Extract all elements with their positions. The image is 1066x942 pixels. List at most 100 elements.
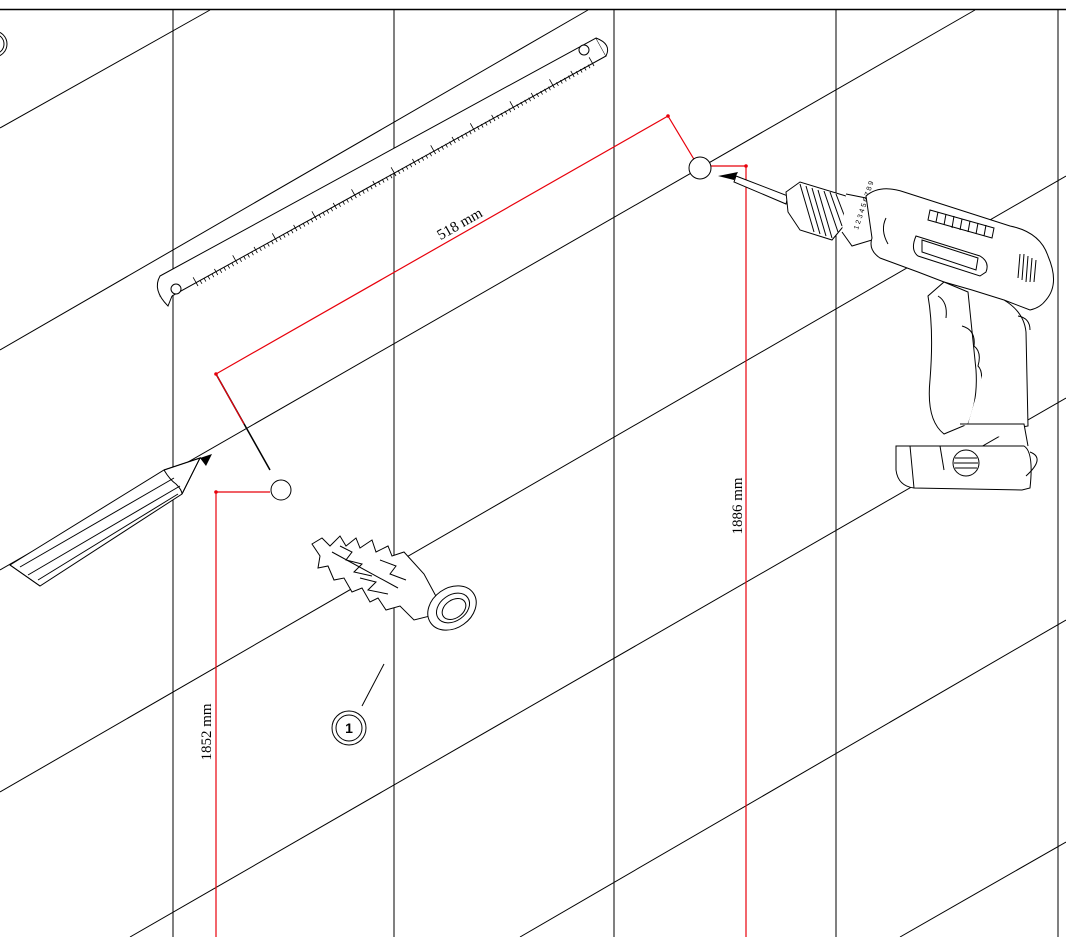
ruler-tick xyxy=(588,57,595,67)
pencil-icon xyxy=(9,454,212,587)
ruler-tick xyxy=(583,66,587,71)
ruler-tick xyxy=(429,152,432,157)
partial-callout-circle xyxy=(0,31,8,57)
ruler-tick xyxy=(464,132,468,137)
ruler-hole-right-icon xyxy=(578,44,590,56)
ruler-tick xyxy=(397,170,401,174)
ruler-tick xyxy=(468,130,472,135)
ruler-tick xyxy=(405,165,409,170)
dimension-1852-label: 1852 mm xyxy=(199,703,215,760)
ruler-tick xyxy=(298,225,302,229)
ruler-tick xyxy=(556,82,559,86)
ruler-tick xyxy=(449,141,452,146)
ruler-tick xyxy=(412,158,417,166)
ruler-tick xyxy=(496,115,500,119)
ruler-tick xyxy=(266,242,270,247)
ruler-tick xyxy=(508,108,512,113)
callout-leader-line xyxy=(361,663,385,707)
callout-number: 1 xyxy=(345,720,353,736)
ruler-tick xyxy=(253,246,258,254)
ruler-tick xyxy=(362,189,365,194)
ruler-tick xyxy=(192,277,199,287)
cordless-drill-icon: 1 2 3 4 5 6 7 8 9 xyxy=(718,172,1054,491)
ruler-tick xyxy=(544,88,547,93)
ruler-tick xyxy=(311,211,318,221)
ruler-tick xyxy=(445,143,448,148)
dimension-518-line xyxy=(215,115,669,375)
ruler-tick xyxy=(306,220,310,225)
ruler-tick xyxy=(310,218,314,223)
ruler-tick xyxy=(587,64,591,69)
ruler-tick xyxy=(247,253,250,258)
ruler-tick xyxy=(451,136,456,144)
ruler-tick xyxy=(326,209,330,214)
dimension-1886-line xyxy=(704,165,747,937)
ruler-tick xyxy=(270,240,274,245)
ruler-tick xyxy=(199,280,203,284)
ruler-tick xyxy=(500,112,504,117)
ruler-tick xyxy=(251,251,254,256)
ruler-tick xyxy=(263,244,266,249)
ruler-tick xyxy=(282,233,286,238)
ruler-tick xyxy=(461,134,464,139)
ruler-tick xyxy=(239,258,242,262)
ruler-tick xyxy=(207,275,211,280)
ruler-tick xyxy=(457,137,460,141)
ruler-tick xyxy=(528,97,531,102)
ruler-tick xyxy=(358,192,361,196)
ruler-tick xyxy=(214,268,219,276)
ruler-tick xyxy=(540,90,543,95)
drill-bit-tip-icon xyxy=(718,172,738,180)
ruler-tick xyxy=(516,104,520,108)
ruler-tick xyxy=(575,71,579,75)
ruler-tick xyxy=(488,119,492,124)
ruler-tick xyxy=(530,92,535,100)
ruler-tick xyxy=(570,70,575,78)
wall-plug-icon xyxy=(311,535,477,631)
ruler-tick xyxy=(520,101,524,106)
ruler-tick xyxy=(232,255,238,265)
ruler-tick xyxy=(563,77,567,82)
ruler-tick xyxy=(390,167,397,177)
wall-grid-diagonal xyxy=(0,9,1066,938)
ruler-tick xyxy=(372,180,377,188)
ruler-tick xyxy=(302,222,306,227)
ruler-tick xyxy=(290,229,294,234)
ruler-tick xyxy=(491,114,496,122)
ruler-tick xyxy=(509,101,516,111)
ruler-tick xyxy=(560,79,563,84)
ruler-tick xyxy=(332,202,337,210)
ruler-tick xyxy=(330,207,333,212)
ruler-tick xyxy=(401,167,405,172)
ruler-tick xyxy=(318,214,322,218)
ruler-tick xyxy=(211,273,215,278)
ruler-tick xyxy=(271,233,278,243)
ruler-tick xyxy=(469,123,476,133)
ruler-tick xyxy=(219,269,223,273)
ruler-tick xyxy=(484,121,488,126)
ruler-tick xyxy=(579,68,583,73)
ruler-tick xyxy=(286,231,290,236)
extension-right xyxy=(667,115,699,167)
ruler-tick xyxy=(278,236,282,240)
ruler-tick xyxy=(409,163,413,168)
ruler-tick xyxy=(536,93,539,97)
drill-hole-left-marker xyxy=(270,479,292,501)
ruler-tick xyxy=(548,86,551,91)
ruler-tick xyxy=(293,224,298,232)
ruler xyxy=(156,37,609,307)
ruler-tick xyxy=(369,185,373,190)
dimension-1852-line xyxy=(215,491,270,937)
ruler-tick xyxy=(421,156,425,161)
ruler-tick xyxy=(243,255,246,260)
ruler-tick xyxy=(476,126,480,130)
ruler-tick xyxy=(389,174,393,179)
ruler-tick xyxy=(346,198,349,203)
ruler-hole-left-icon xyxy=(170,283,182,295)
ruler-tick xyxy=(322,211,326,216)
dimension-1886-label: 1886 mm xyxy=(730,477,746,534)
drill-hole-right-marker xyxy=(688,156,712,180)
ruler-tick xyxy=(231,262,234,267)
